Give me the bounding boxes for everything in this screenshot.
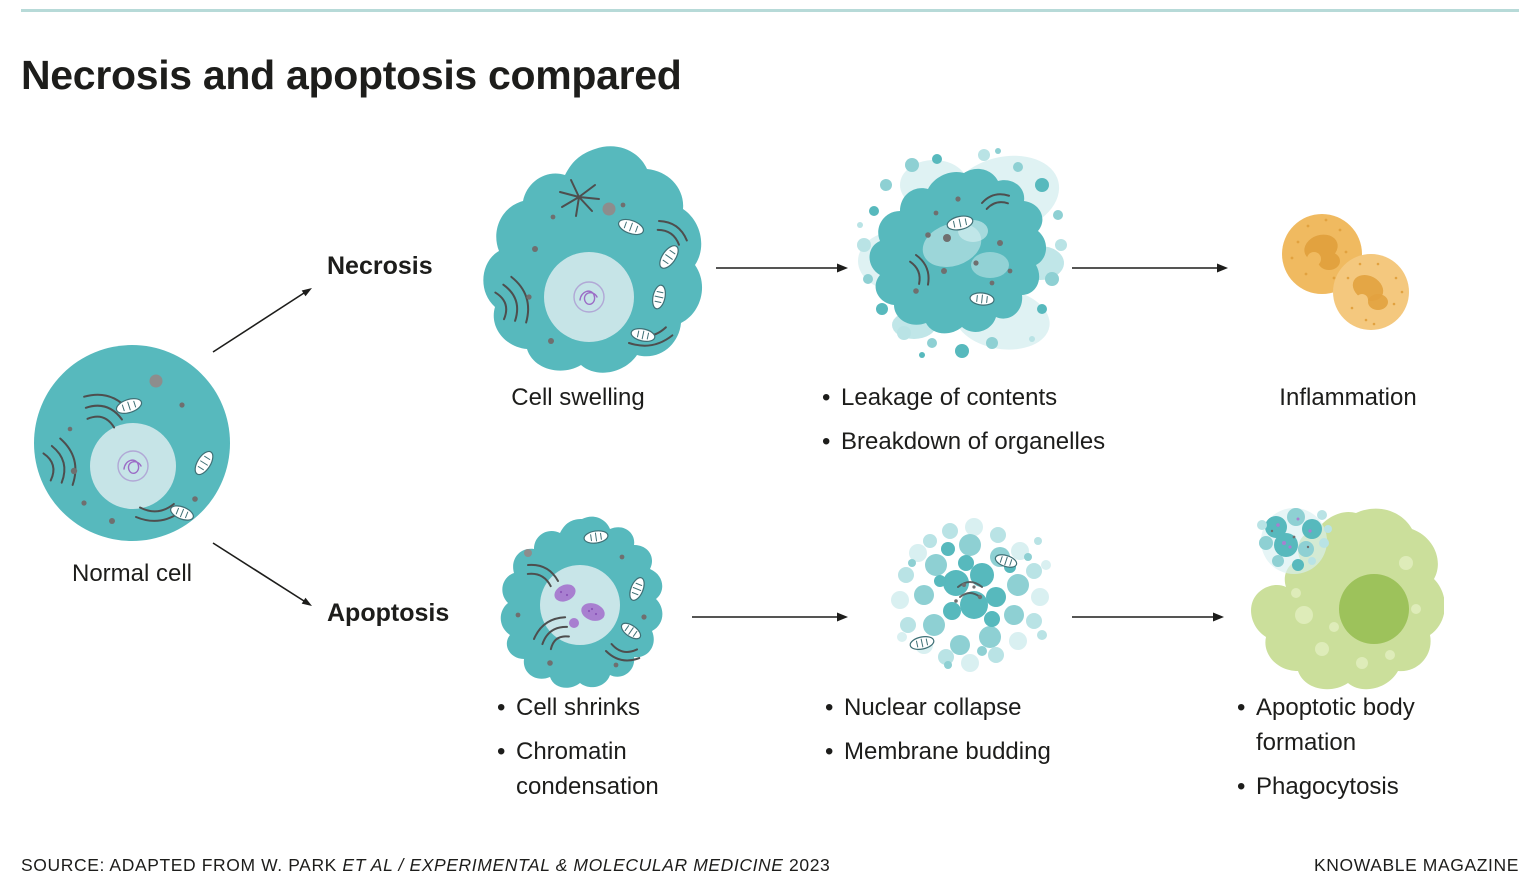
chromatin: [117, 450, 149, 482]
apoptotic-bodies: [1257, 508, 1332, 574]
mitochondrion: [659, 245, 679, 269]
mitochondrion: [652, 284, 666, 310]
nucleus: [544, 252, 634, 342]
degraded-cytoplasm: [922, 220, 1009, 278]
mitochondrion: [994, 554, 1018, 568]
inflammation-cells-illustration: [1282, 214, 1409, 330]
nucleus: [540, 565, 620, 645]
apoptosis-stage3-bullets: Apoptotic body formation Phagocytosis: [1235, 690, 1479, 804]
immune-cell: [1333, 254, 1409, 330]
swollen-cell-illustration: [483, 146, 703, 373]
golgi-apparatus: [494, 220, 688, 347]
golgi-apparatus: [42, 393, 181, 522]
phagocytosis-illustration: [1251, 508, 1444, 690]
nucleus: [90, 423, 176, 509]
apoptosis-stage-arrow-2: [1072, 612, 1224, 622]
cytoskeleton-aster: [559, 179, 600, 217]
necrosis-stage-arrow-2: [1072, 263, 1228, 273]
ruptured-cell-illustration: [857, 148, 1067, 358]
mitochondrion: [629, 577, 645, 601]
bullet-item: Chromatin condensation: [495, 734, 707, 804]
mitochondrion: [194, 450, 214, 476]
apoptosis-stage2-bullets: Nuclear collapse Membrane budding: [823, 690, 1153, 769]
apoptosis-branch-arrow: [212, 542, 312, 606]
source-year: 2023: [783, 855, 831, 875]
vacuoles: [1291, 556, 1421, 669]
cytoplasm-granules: [526, 202, 626, 344]
inflammation-caption: Inflammation: [1279, 384, 1417, 411]
cytoplasm-granules: [954, 583, 983, 603]
mitochondrion: [969, 292, 995, 306]
page-title: Necrosis and apoptosis compared: [21, 52, 682, 98]
cytoplasm-granules: [67, 374, 198, 524]
organelle-remnants: [909, 193, 1011, 286]
bullet-item: Membrane budding: [823, 734, 1153, 769]
mitochondrion: [909, 636, 935, 650]
membrane-buds: [891, 518, 1051, 672]
source-text: SOURCE: ADAPTED FROM W. PARK: [21, 855, 343, 875]
mitochondrion: [170, 505, 194, 521]
mitochondrion: [115, 398, 143, 414]
condensed-chromatin: [554, 584, 605, 628]
phagocyte-nucleus: [1339, 574, 1409, 644]
cytoplasm-granules: [913, 196, 1013, 294]
bullet-item: Phagocytosis: [1235, 769, 1479, 804]
mitochondrion: [946, 215, 974, 231]
brand-credit: KNOWABLE MAGAZINE: [1314, 855, 1519, 875]
budding-cell-illustration: [891, 518, 1051, 672]
necrosis-branch-arrow: [212, 288, 312, 353]
necrosis-label: Necrosis: [327, 252, 433, 280]
source-journal: ET AL / EXPERIMENTAL & MOLECULAR MEDICIN…: [342, 855, 784, 875]
bullet-item: Leakage of contents: [820, 380, 1210, 415]
golgi-apparatus: [526, 563, 641, 662]
membrane-fragments: [857, 148, 1067, 358]
shrunken-cell-illustration: [500, 516, 663, 688]
source-credit: SOURCE: ADAPTED FROM W. PARK ET AL / EXP…: [21, 855, 830, 876]
mitochondrion: [583, 530, 609, 544]
chromatin: [573, 281, 605, 313]
cytoplasm-granules: [515, 549, 647, 668]
mitochondrion: [630, 328, 656, 342]
normal-cell-label: Normal cell: [71, 560, 193, 587]
bullet-item: Apoptotic body formation: [1235, 690, 1479, 760]
necrosis-stage-arrow-1: [716, 263, 848, 273]
bullet-item: Nuclear collapse: [823, 690, 1153, 725]
bullet-item: Cell shrinks: [495, 690, 707, 725]
normal-cell-illustration: [34, 345, 230, 541]
bullet-item: Breakdown of organelles: [820, 424, 1210, 459]
top-rule: [21, 9, 1519, 12]
apoptosis-stage-arrow-1: [692, 612, 848, 622]
mitochondrion: [617, 218, 645, 236]
cell-swelling-caption: Cell swelling: [511, 384, 645, 411]
necrosis-stage2-bullets: Leakage of contents Breakdown of organel…: [820, 380, 1210, 459]
apoptosis-label: Apoptosis: [327, 599, 450, 627]
apoptosis-stage1-bullets: Cell shrinks Chromatin condensation: [495, 690, 707, 804]
mitochondrion: [620, 622, 642, 640]
